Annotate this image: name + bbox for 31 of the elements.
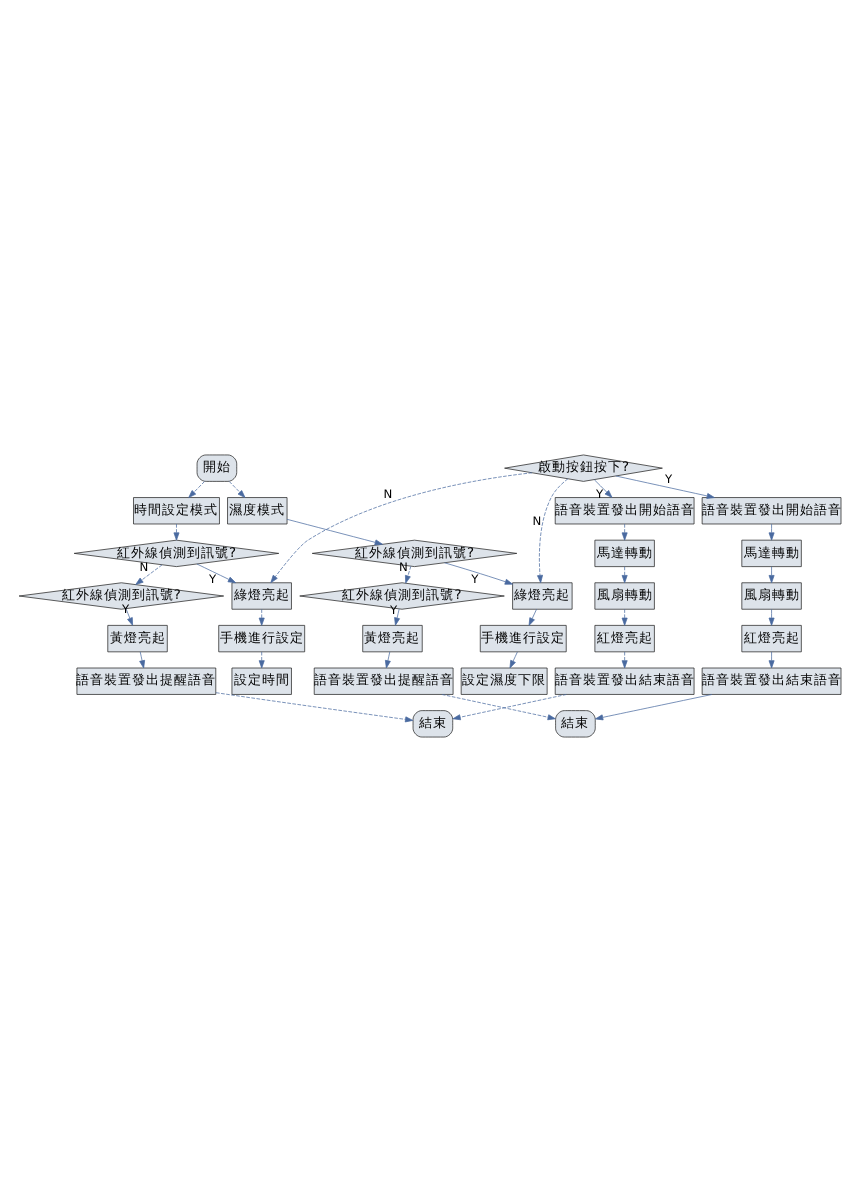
arrow [188, 480, 205, 497]
arrow [528, 607, 537, 625]
arrow [768, 650, 775, 668]
arrow [509, 650, 518, 668]
arrow [270, 471, 533, 583]
arrow [768, 522, 775, 540]
arrow [537, 477, 569, 583]
arrow [621, 565, 628, 583]
arrow [615, 474, 715, 498]
arrow [621, 650, 628, 668]
arrow [258, 607, 265, 625]
arrow [452, 693, 567, 720]
arrow [385, 650, 391, 668]
arrow [173, 522, 180, 540]
arrow [444, 561, 513, 584]
arrow [125, 607, 133, 625]
arrow [621, 522, 628, 540]
arrow [394, 607, 400, 625]
arrow [258, 650, 265, 668]
arrow [135, 563, 163, 584]
arrow [215, 691, 414, 722]
arrow [405, 564, 412, 583]
arrow [196, 562, 236, 583]
arrow [286, 517, 383, 545]
arrow [595, 693, 713, 720]
arrow [441, 693, 556, 720]
arrow [768, 565, 775, 583]
arrow [768, 607, 775, 625]
arrow [621, 607, 628, 625]
arrow [139, 650, 145, 668]
arrow [228, 480, 246, 497]
